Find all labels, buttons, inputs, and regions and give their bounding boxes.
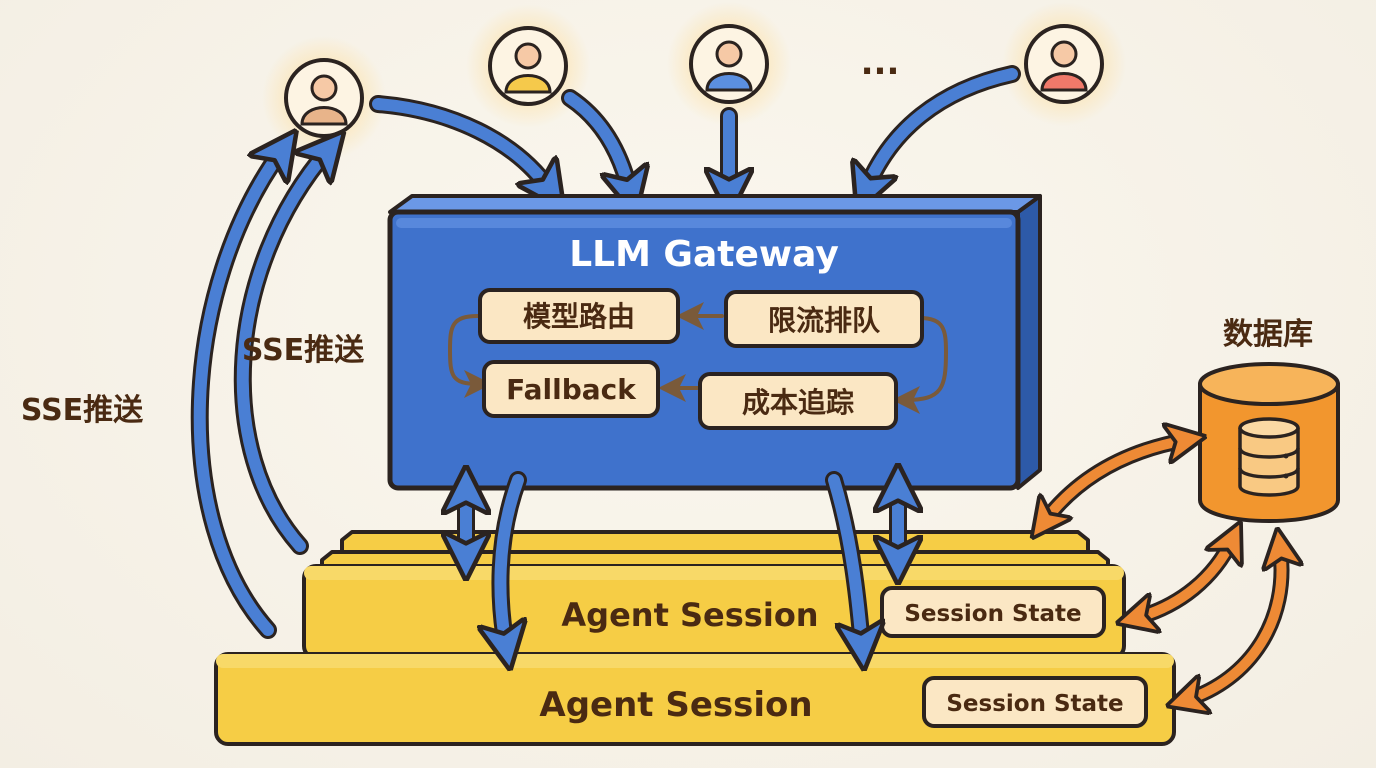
database-cylinder-icon bbox=[1198, 362, 1340, 523]
sse-arrow-outer bbox=[190, 150, 282, 639]
module-model-routing-label: 模型路由 bbox=[523, 300, 635, 333]
sse-arrow-inner bbox=[233, 150, 328, 555]
agent-session-stack: Agent Session Session State Agent Sessio… bbox=[214, 530, 1176, 746]
request-arrow-1 bbox=[369, 95, 550, 190]
session-state-front-label: Session State bbox=[946, 691, 1123, 717]
module-model-routing: 模型路由 bbox=[478, 288, 680, 344]
user-avatar-3 bbox=[667, 2, 791, 126]
module-cost-tracking: 成本追踪 bbox=[698, 372, 898, 430]
users-ellipsis: ... bbox=[861, 43, 900, 83]
session-state-chip-front bbox=[922, 676, 1148, 728]
module-cost-tracking-label: 成本追踪 bbox=[742, 386, 854, 419]
db-session-back-bidir-arrow bbox=[1136, 540, 1232, 618]
database-label: 数据库 bbox=[1223, 317, 1313, 352]
session-state-back-label: Session State bbox=[904, 601, 1081, 627]
request-arrows bbox=[369, 65, 1021, 192]
sse-push-label-outer: SSE推送 bbox=[21, 393, 143, 428]
gateway-session-arrows bbox=[466, 480, 898, 646]
llm-gateway: LLM Gateway 模型路由 限流排队 Fallback 成本追踪 bbox=[387, 194, 1042, 491]
agent-session-front: Agent Session Session State bbox=[214, 652, 1176, 746]
session-state-chip-back bbox=[880, 586, 1106, 638]
database: 数据库 bbox=[1198, 317, 1340, 523]
sse-push-label-inner: SSE推送 bbox=[242, 333, 364, 368]
user-avatar-2 bbox=[466, 4, 590, 128]
gateway-to-session-right bbox=[825, 471, 862, 646]
module-fallback-label: Fallback bbox=[506, 373, 637, 406]
request-arrow-2 bbox=[561, 89, 630, 192]
module-rate-limit-label: 限流排队 bbox=[768, 304, 881, 337]
db-gateway-bidir-arrow bbox=[1044, 440, 1186, 522]
agent-session-back-label: Agent Session bbox=[561, 596, 818, 634]
gateway-internal-flow bbox=[447, 302, 949, 414]
module-fallback: Fallback bbox=[482, 360, 660, 418]
agent-session-back: Agent Session Session State bbox=[302, 564, 1126, 660]
module-rate-limit: 限流排队 bbox=[724, 290, 924, 348]
gateway-to-session-left bbox=[500, 471, 518, 646]
db-session-front-bidir-arrow bbox=[1186, 548, 1282, 700]
database-stack-icon bbox=[1238, 417, 1300, 497]
gateway-title: LLM Gateway bbox=[569, 234, 839, 275]
user-avatar-4 bbox=[1002, 2, 1126, 126]
request-arrow-4 bbox=[866, 65, 1021, 190]
database-arrows bbox=[1044, 440, 1282, 700]
agent-session-front-label: Agent Session bbox=[539, 685, 812, 725]
sse-arrows bbox=[190, 150, 328, 639]
